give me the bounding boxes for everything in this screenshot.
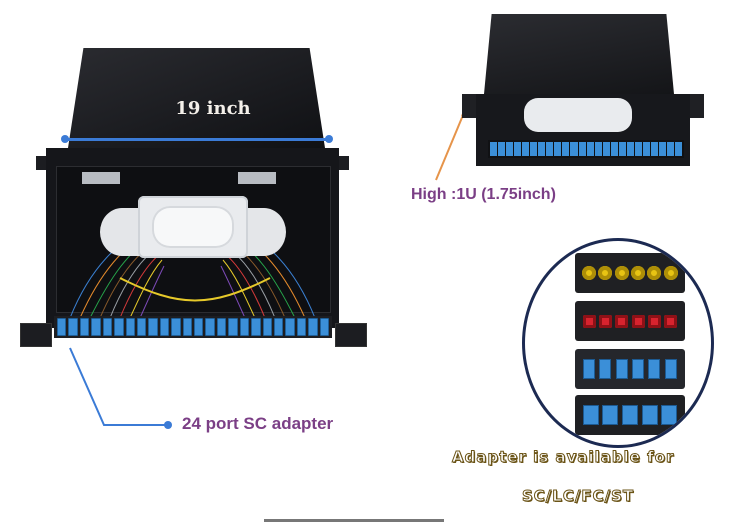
sc-port	[136, 318, 147, 336]
cable-clip	[82, 172, 120, 184]
st-adapter	[582, 314, 596, 328]
fiber-patch-panel-image: 19 inch	[20, 48, 367, 348]
st-adapter-strip	[575, 301, 685, 341]
splice-tray	[138, 196, 248, 258]
st-adapter	[631, 314, 645, 328]
adapter-types-circle	[522, 238, 714, 448]
adapter-availability-text: Adapter is available for	[451, 448, 675, 467]
fiber-spool-right	[242, 208, 286, 256]
lc-adapter	[615, 359, 628, 379]
fc-adapter-strip	[575, 253, 685, 293]
lc-adapter	[648, 359, 661, 379]
st-adapter	[647, 314, 661, 328]
fc-adapter	[582, 266, 597, 280]
sc-adapter-strip-sample	[575, 395, 685, 435]
sc-port	[319, 318, 330, 336]
adapter-types-text: SC/LC/FC/ST	[521, 487, 635, 506]
sc-adapter	[641, 405, 658, 425]
sc-port	[102, 318, 113, 336]
1u-adapter-strip	[488, 140, 684, 158]
sc-port	[262, 318, 273, 336]
sc-port	[79, 318, 90, 336]
width-measure-line	[61, 135, 333, 143]
sc-port	[148, 318, 158, 336]
sc-adapter	[602, 405, 619, 425]
sc-port	[251, 318, 261, 336]
fc-adapter	[631, 266, 646, 280]
lc-adapter-strip	[575, 349, 685, 389]
sc-port	[171, 318, 181, 336]
sc-port	[285, 318, 295, 336]
ports-callout-dot	[164, 421, 172, 429]
splice-tray-cover	[152, 206, 234, 248]
lc-adapter	[632, 359, 645, 379]
sc-port	[228, 318, 238, 336]
fc-adapter	[647, 266, 662, 280]
1u-rack-ear-left	[462, 94, 478, 118]
sc-port	[274, 318, 284, 336]
fc-adapter	[598, 266, 613, 280]
sc-port	[194, 318, 204, 336]
sc-port	[114, 318, 124, 336]
ports-callout-label: 24 port SC adapter	[182, 414, 334, 433]
ports-callout-line	[69, 347, 166, 426]
sc-port	[296, 318, 307, 336]
1u-splice-tray	[524, 98, 632, 132]
sc-port	[205, 318, 215, 336]
st-adapter	[664, 314, 678, 328]
rack-ear-right	[335, 323, 367, 347]
sc-port	[182, 318, 193, 336]
fc-adapter	[663, 266, 678, 280]
sc-adapter	[661, 405, 678, 425]
sc-adapter	[621, 405, 638, 425]
rack-ear-left	[20, 323, 52, 347]
st-adapter	[598, 314, 612, 328]
sc-port	[239, 318, 250, 336]
sc-port	[216, 318, 227, 336]
bottom-divider	[264, 519, 444, 522]
sc-port	[57, 318, 67, 336]
sc-port	[159, 318, 170, 336]
fc-adapter	[614, 266, 629, 280]
width-label: 19 inch	[175, 98, 251, 119]
sc-port	[68, 318, 78, 336]
cable-clip	[238, 172, 276, 184]
1u-panel-image	[462, 14, 705, 174]
lc-adapter	[583, 359, 596, 379]
lc-adapter	[599, 359, 612, 379]
height-callout-label: High :1U (1.75inch)	[411, 186, 556, 203]
panel-lid: 19 inch	[68, 48, 325, 148]
sc-adapter	[582, 405, 599, 425]
fiber-spool-left	[100, 208, 144, 256]
lc-adapter	[664, 359, 677, 379]
sc-adapter-strip	[54, 316, 332, 338]
st-adapter	[615, 314, 629, 328]
sc-port	[125, 318, 135, 336]
sc-port	[91, 318, 101, 336]
sc-port	[308, 318, 318, 336]
1u-rack-ear-right	[688, 94, 704, 118]
1u-lid	[484, 14, 674, 94]
